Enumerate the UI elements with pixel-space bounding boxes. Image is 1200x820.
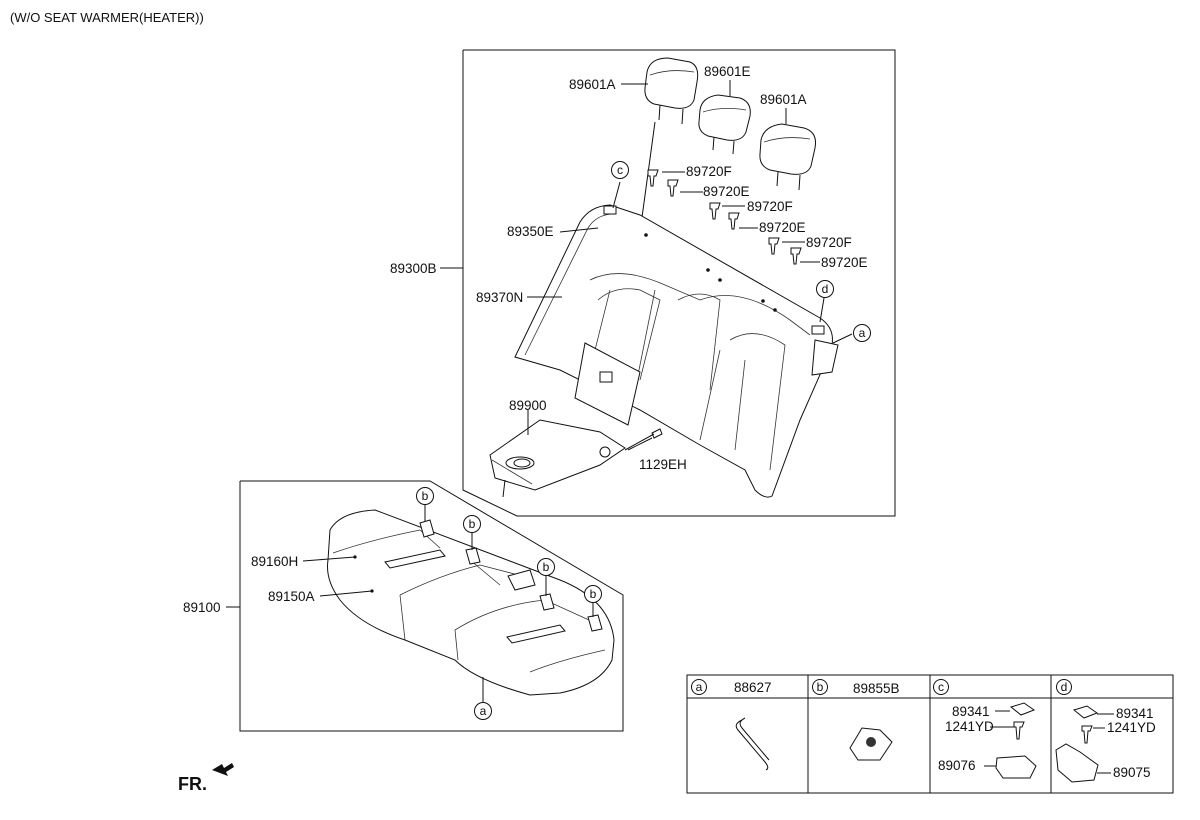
callout-b-4: b [584,585,602,603]
legend-table: a 88627 b 89855B c 89341 1241YD 89076 [686,674,1174,794]
front-direction-indicator: FR. [178,763,234,794]
label-89300B: 89300B [390,261,437,276]
svg-text:b: b [817,680,824,694]
headrest-right [759,123,816,191]
svg-text:a: a [859,326,866,340]
svg-text:b: b [469,517,476,531]
legend-a-part: 88627 [734,680,772,695]
diagram-caption: (W/O SEAT WARMER(HEATER)) [10,10,204,25]
callout-b-2: b [463,515,481,533]
legend-c-item-1: 89341 [952,704,990,719]
callout-a-cushion: a [474,702,492,720]
cushion-body [327,509,615,696]
legend-cell-c: c 89341 1241YD 89076 [933,679,1037,779]
svg-text:b: b [543,560,550,574]
legend-cell-a: a 88627 [691,679,772,771]
label-89720F-2: 89720F [747,199,793,214]
seat-back-body [514,204,839,498]
svg-text:a: a [480,704,487,718]
cover-icon-d [1055,743,1099,783]
label-89601A-left: 89601A [569,77,616,92]
headrest-guides [647,169,802,265]
label-89720E-3: 89720E [821,255,868,270]
svg-text:d: d [1061,680,1068,694]
cushion-leader-lines [226,505,594,702]
callout-b-1: b [416,487,434,505]
label-89720E-2: 89720E [759,220,806,235]
svg-text:a: a [696,680,703,694]
label-89150A: 89150A [268,589,315,604]
legend-cell-d: d 89341 1241YD 89075 [1055,679,1156,783]
legend-b-part: 89855B [853,681,900,696]
label-1129EH: 1129EH [639,457,687,472]
svg-text:c: c [938,680,944,694]
front-arrow-icon [212,763,234,776]
label-89370N: 89370N [476,290,523,305]
headrest-center [698,94,751,155]
label-89100: 89100 [183,600,221,615]
screw-icon-d [1081,725,1093,744]
svg-text:b: b [422,489,429,503]
pad-icon [1009,702,1036,716]
label-89720F-3: 89720F [806,235,852,250]
svg-text:c: c [617,163,623,177]
label-89350E: 89350E [507,224,554,239]
label-89720E-1: 89720E [703,184,750,199]
label-89900: 89900 [509,398,547,413]
headrest-left [639,57,699,233]
label-89160H: 89160H [251,554,298,569]
pad-icon-d [1072,705,1099,719]
callout-c: c [611,161,629,179]
clip-icon [735,719,769,771]
seat-back-group: 89601A 89601E 89601A 89720F 89720E 89720… [390,49,896,517]
cushion-group: 89160H 89150A 89100 b b b b a [183,480,624,732]
svg-text:d: d [822,282,829,296]
legend-d-item-1: 89341 [1116,706,1154,721]
cover-icon [995,755,1037,779]
svg-text:b: b [590,587,597,601]
callout-a-back: a [853,324,871,342]
legend-d-item-3: 89075 [1113,765,1151,780]
legend-c-item-3: 89076 [938,758,976,773]
callout-b-3: b [537,558,555,576]
legend-c-item-2: 1241YD [945,719,994,734]
legend-d-item-2: 1241YD [1107,720,1156,735]
label-89720F-1: 89720F [686,164,732,179]
back-leader-lines [440,80,853,451]
legend-cell-b: b 89855B [812,679,900,761]
screw-icon [1013,721,1025,740]
label-89601E: 89601E [704,64,751,79]
fr-label: FR. [178,774,207,794]
label-89601A-right: 89601A [760,92,807,107]
callout-d: d [816,280,834,298]
armrest-assembly [489,342,663,498]
